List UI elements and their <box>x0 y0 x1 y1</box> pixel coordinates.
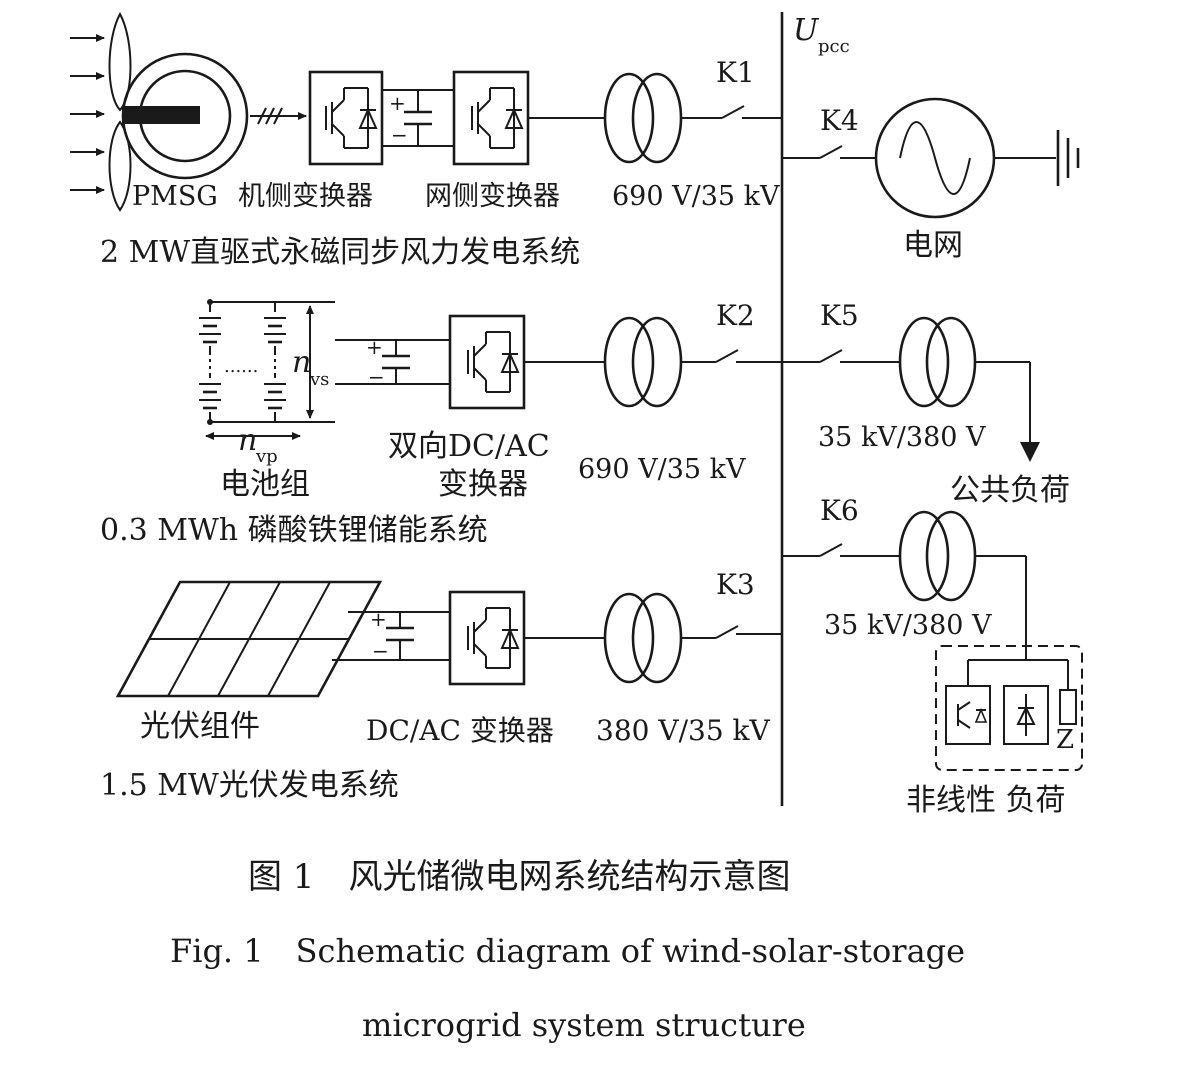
pv-panel-icon <box>115 580 383 698</box>
nvs-sub: vs <box>309 369 329 390</box>
pv-transformer-icon <box>603 592 683 684</box>
svg-text:−: − <box>391 123 408 147</box>
three-phase-ticks <box>257 107 283 125</box>
public-load-branch: K5 35 kV/380 V 公共负荷 <box>782 299 1070 508</box>
impedance-icon <box>1059 689 1077 725</box>
svg-text:+: + <box>366 335 383 359</box>
wind-system-label: 2 MW直驱式永磁同步风力发电系统 <box>100 235 580 270</box>
nvp-label: n <box>238 423 257 458</box>
switch-k3-icon <box>715 625 739 639</box>
bidirectional-converter <box>448 314 526 410</box>
ground-icon <box>1056 130 1080 186</box>
storage-dc-capacitor-icon: + − <box>366 335 450 389</box>
pv-converter-label: DC/AC 变换器 <box>366 714 554 747</box>
wind-arrows <box>70 34 105 194</box>
public-load-label: 公共负荷 <box>950 473 1070 508</box>
pv-panel-label: 光伏组件 <box>140 709 260 744</box>
svg-text:−: − <box>372 639 389 663</box>
bus-label: U <box>793 13 820 48</box>
caption-en-line1: Fig. 1 Schematic diagram of wind-solar-s… <box>170 932 965 970</box>
public-load-transformer-label: 35 kV/380 V <box>818 422 986 453</box>
public-load-transformer-icon <box>898 316 977 408</box>
grid-label: 电网 <box>903 228 963 263</box>
nvs-label: n <box>292 345 311 380</box>
pv-converter <box>448 590 526 686</box>
dc-link-capacitor-icon: + − <box>382 89 454 147</box>
storage-system-label: 0.3 MWh 磷酸铁锂储能系统 <box>100 513 488 548</box>
caption-cn: 图 1 风光储微电网系统结构示意图 <box>248 857 790 897</box>
grid-side-converter-label: 网侧变换器 <box>425 181 560 212</box>
nonlinear-load-box <box>935 645 1083 771</box>
storage-transformer-icon <box>603 316 683 408</box>
switch-k5-label: K5 <box>820 299 859 332</box>
battery-bank-icon <box>196 299 335 425</box>
caption-en-line2: microgrid system structure <box>362 1006 806 1044</box>
diode-rectifier-icon <box>1003 685 1049 745</box>
load-arrow-icon <box>1020 442 1040 462</box>
switch-k4-label: K4 <box>820 104 859 137</box>
machine-side-converter <box>308 70 384 166</box>
battery-label: 电池组 <box>220 467 310 502</box>
battery-dots: ...... <box>224 356 258 377</box>
switch-k1-label: K1 <box>716 56 755 89</box>
storage-transformer-label: 690 V/35 kV <box>578 454 746 485</box>
nonlinear-load-transformer-icon <box>898 510 977 602</box>
svg-text:+: + <box>370 607 387 631</box>
nvp-sub: vp <box>255 446 278 467</box>
bus-label-sub: pcc <box>818 36 850 57</box>
switch-k1-icon <box>721 105 745 119</box>
rectifier-igbt-icon <box>945 685 991 745</box>
pv-system-label: 1.5 MW光伏发电系统 <box>100 768 399 803</box>
wind-transformer-label: 690 V/35 kV <box>612 181 780 212</box>
switch-k6-label: K6 <box>820 494 859 527</box>
switch-k4-icon <box>819 145 843 159</box>
switch-k2-label: K2 <box>716 299 755 332</box>
pmsg-generator-icon <box>121 52 249 180</box>
switch-k3-label: K3 <box>716 568 755 601</box>
switch-k5-icon <box>819 349 843 363</box>
machine-side-converter-label: 机侧变换器 <box>238 181 373 212</box>
switch-k2-icon <box>715 349 739 363</box>
nonlinear-load-branch: K6 35 kV/380 V Z 非线性 负荷 <box>782 494 1083 818</box>
converter-label-line2: 变换器 <box>438 467 528 502</box>
wind-branch: PMSG + − <box>70 11 782 270</box>
storage-branch: ...... n vs n vp 电池组 + − <box>100 299 782 548</box>
switch-k6-icon <box>819 543 843 557</box>
svg-text:+: + <box>389 91 406 115</box>
pmsg-label: PMSG <box>132 181 218 212</box>
nonlinear-transformer-label: 35 kV/380 V <box>824 610 992 641</box>
grid-branch: K4 电网 <box>782 97 1080 263</box>
grid-side-converter <box>452 70 530 166</box>
wind-transformer-icon <box>603 72 683 164</box>
pv-branch: + − K3 光伏组件 DC/AC 变换器 380 V/35 kV 1.5 MW… <box>100 568 782 803</box>
converter-label-line1: 双向DC/AC <box>388 429 550 464</box>
pv-transformer-label: 380 V/35 kV <box>596 714 770 747</box>
nonlinear-load-label: 非线性 负荷 <box>906 783 1066 818</box>
ac-source-icon <box>874 97 996 219</box>
svg-text:−: − <box>368 365 385 389</box>
pv-dc-capacitor-icon: + − <box>370 607 414 663</box>
impedance-label: Z <box>1056 725 1074 755</box>
